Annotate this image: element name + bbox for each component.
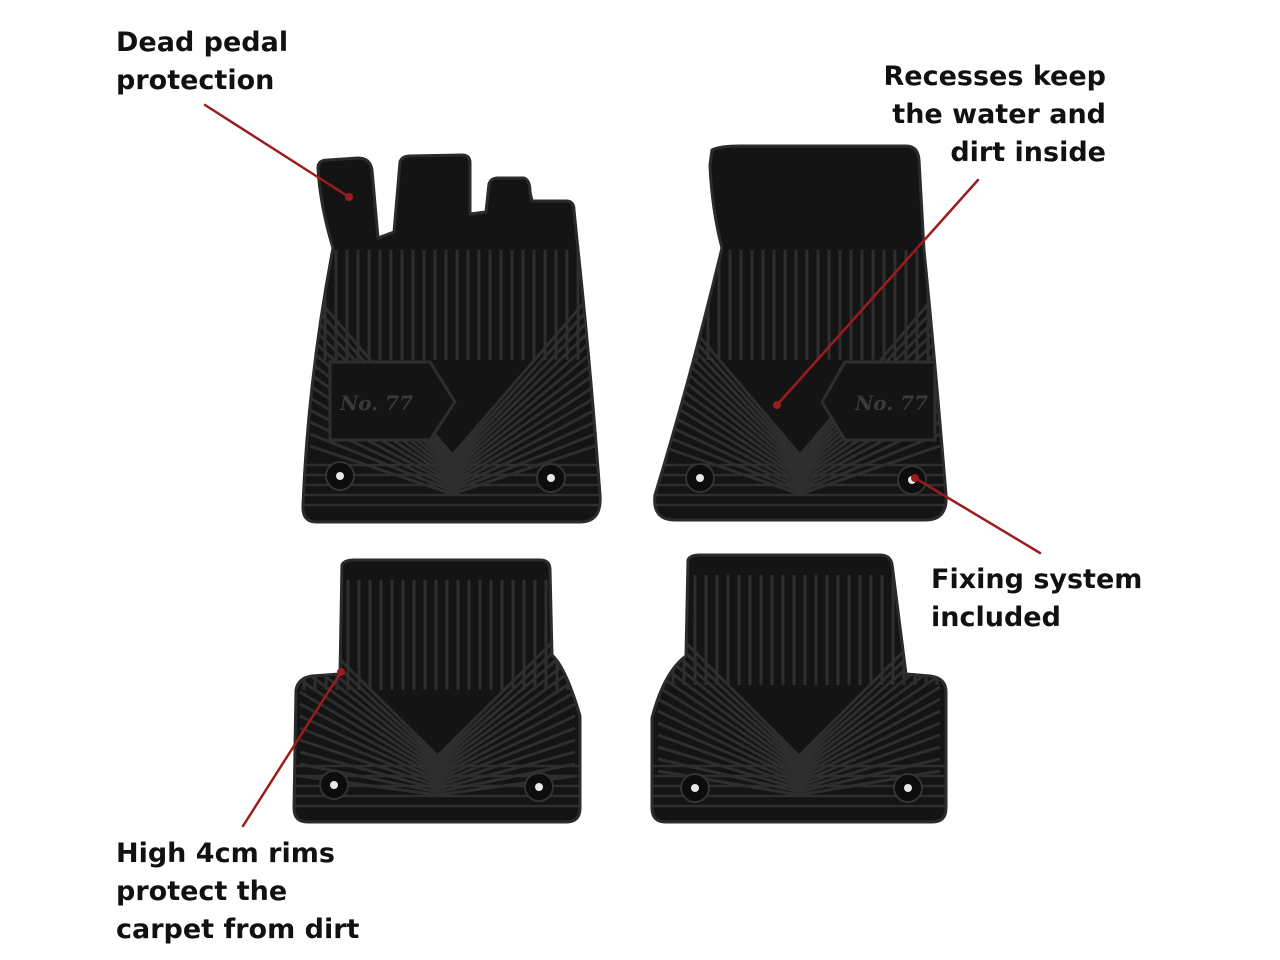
front-left-mat: No. 77: [301, 153, 602, 524]
mat-ribs: [652, 575, 946, 808]
fixing-hole-icon: [893, 773, 923, 803]
rear-right-mat: [650, 553, 948, 824]
callout-dead-pedal-line-1: Dead pedal: [116, 27, 289, 58]
callout-fixing-system: Fixing system included: [931, 561, 1142, 637]
fixing-hole-icon: [325, 461, 355, 491]
callout-fixing-line-2: included: [931, 602, 1061, 633]
leader-fixing: [911, 474, 1042, 555]
callout-recesses: Recesses keep the water and dirt inside: [883, 58, 1106, 172]
callout-rims-line-1: High 4cm rims: [116, 838, 335, 869]
fixing-hole-icon: [319, 770, 349, 800]
leader-recesses: [773, 178, 980, 409]
leader-dead-pedal: [203, 103, 353, 201]
callout-dead-pedal-line-2: protection: [116, 65, 275, 96]
front-right-mat: No. 77: [653, 144, 948, 522]
fixing-hole-icon: [524, 772, 554, 802]
rear-left-mat: [292, 558, 582, 824]
mat-logo: No. 77: [854, 391, 928, 415]
callout-rims-line-3: carpet from dirt: [116, 914, 360, 945]
callout-fixing-line-1: Fixing system: [931, 564, 1143, 595]
callout-recesses-line-1: Recesses keep: [883, 61, 1106, 92]
mat-logo: No. 77: [339, 391, 413, 415]
callout-recesses-line-2: the water and: [892, 99, 1106, 130]
callout-rims-line-2: protect the: [116, 876, 288, 907]
callout-dead-pedal: Dead pedal protection: [116, 24, 288, 100]
fixing-hole-icon: [536, 463, 566, 493]
callout-recesses-line-3: dirt inside: [950, 137, 1106, 168]
fixing-hole-icon: [685, 463, 715, 493]
leader-rims: [241, 668, 345, 828]
callout-high-rims: High 4cm rims protect the carpet from di…: [116, 835, 359, 949]
fixing-hole-icon: [680, 773, 710, 803]
